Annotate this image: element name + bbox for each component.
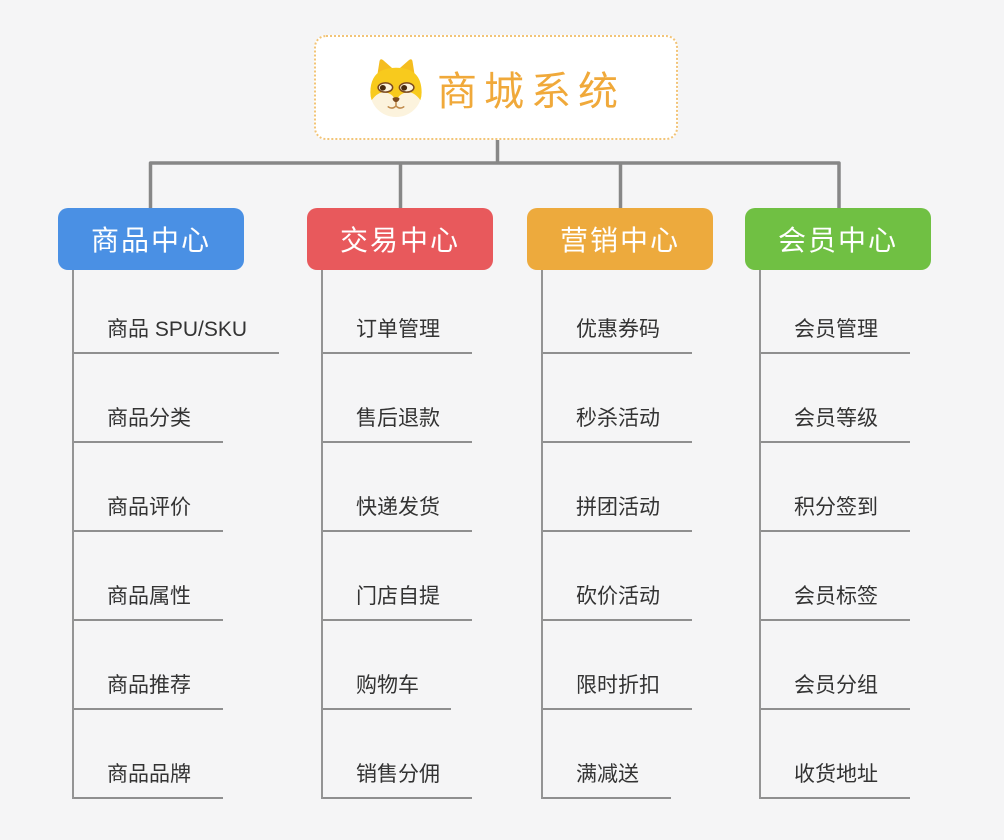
branch-children-member-center: 会员管理 会员等级 积分签到 会员标签 会员分组 收货地址 — [759, 270, 995, 799]
child-node[interactable]: 优惠券码 — [543, 317, 692, 354]
dog-face-icon — [370, 58, 422, 117]
child-node[interactable]: 订单管理 — [323, 317, 472, 354]
child-row: 门店自提 — [323, 532, 557, 621]
child-node[interactable]: 积分签到 — [761, 495, 910, 532]
child-node[interactable]: 商品分类 — [74, 406, 223, 443]
child-node[interactable]: 售后退款 — [323, 406, 472, 443]
child-node[interactable]: 会员标签 — [761, 584, 910, 621]
child-row: 商品品牌 — [74, 710, 308, 799]
branch-children-trade-center: 订单管理 售后退款 快递发货 门店自提 购物车 销售分佣 — [321, 270, 557, 799]
branch-member-center: 会员中心 会员管理 会员等级 积分签到 会员标签 会员分组 收货地址 — [745, 208, 995, 799]
child-node[interactable]: 门店自提 — [323, 584, 472, 621]
child-node[interactable]: 满减送 — [543, 762, 671, 799]
child-node[interactable]: 商品属性 — [74, 584, 223, 621]
branch-header-marketing-center[interactable]: 营销中心 — [527, 208, 713, 270]
child-row: 会员分组 — [761, 621, 995, 710]
child-node[interactable]: 砍价活动 — [543, 584, 692, 621]
child-node[interactable]: 会员等级 — [761, 406, 910, 443]
branch-header-product-center[interactable]: 商品中心 — [58, 208, 244, 270]
child-row: 优惠券码 — [543, 270, 777, 354]
child-node[interactable]: 商品品牌 — [74, 762, 223, 799]
branch-header-member-center[interactable]: 会员中心 — [745, 208, 931, 270]
child-node[interactable]: 购物车 — [323, 673, 451, 710]
child-node[interactable]: 收货地址 — [761, 762, 910, 799]
child-node[interactable]: 销售分佣 — [323, 762, 472, 799]
child-row: 会员等级 — [761, 354, 995, 443]
branch-product-center: 商品中心 商品 SPU/SKU 商品分类 商品评价 商品属性 商品推荐 商品品牌 — [58, 208, 308, 799]
child-node[interactable]: 拼团活动 — [543, 495, 692, 532]
root-node[interactable]: 商城系统 — [314, 35, 678, 140]
child-row: 商品 SPU/SKU — [74, 270, 308, 354]
child-row: 商品属性 — [74, 532, 308, 621]
child-row: 商品评价 — [74, 443, 308, 532]
child-row: 满减送 — [543, 710, 777, 799]
child-row: 商品推荐 — [74, 621, 308, 710]
branch-marketing-center: 营销中心 优惠券码 秒杀活动 拼团活动 砍价活动 限时折扣 满减送 — [527, 208, 777, 799]
child-row: 拼团活动 — [543, 443, 777, 532]
child-node[interactable]: 限时折扣 — [543, 673, 692, 710]
child-row: 销售分佣 — [323, 710, 557, 799]
child-row: 砍价活动 — [543, 532, 777, 621]
child-node[interactable]: 商品 SPU/SKU — [74, 317, 280, 354]
child-row: 限时折扣 — [543, 621, 777, 710]
child-row: 商品分类 — [74, 354, 308, 443]
child-row: 快递发货 — [323, 443, 557, 532]
child-node[interactable]: 秒杀活动 — [543, 406, 692, 443]
child-row: 积分签到 — [761, 443, 995, 532]
child-row: 秒杀活动 — [543, 354, 777, 443]
child-row: 收货地址 — [761, 710, 995, 799]
branch-children-marketing-center: 优惠券码 秒杀活动 拼团活动 砍价活动 限时折扣 满减送 — [541, 270, 777, 799]
branch-trade-center: 交易中心 订单管理 售后退款 快递发货 门店自提 购物车 销售分佣 — [307, 208, 557, 799]
child-node[interactable]: 会员管理 — [761, 317, 910, 354]
root-node-title: 商城系统 — [437, 69, 625, 114]
child-node[interactable]: 商品评价 — [74, 495, 223, 532]
child-row: 售后退款 — [323, 354, 557, 443]
child-node[interactable]: 商品推荐 — [74, 673, 223, 710]
child-row: 订单管理 — [323, 270, 557, 354]
branch-header-trade-center[interactable]: 交易中心 — [307, 208, 493, 270]
child-row: 会员标签 — [761, 532, 995, 621]
child-node[interactable]: 快递发货 — [323, 495, 472, 532]
child-node[interactable]: 会员分组 — [761, 673, 910, 710]
child-row: 购物车 — [323, 621, 557, 710]
branch-children-product-center: 商品 SPU/SKU 商品分类 商品评价 商品属性 商品推荐 商品品牌 — [72, 270, 308, 799]
child-row: 会员管理 — [761, 270, 995, 354]
